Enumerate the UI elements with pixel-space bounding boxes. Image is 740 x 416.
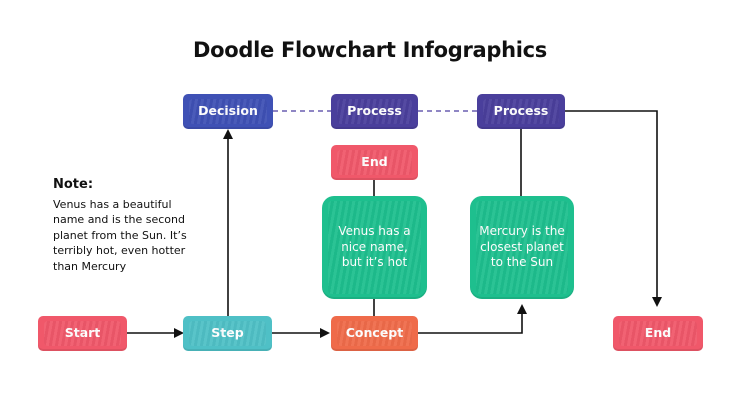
start-node: Start xyxy=(38,316,127,351)
decision-node: Decision xyxy=(183,94,273,129)
arrow-concept-to-mercury xyxy=(418,304,527,334)
venus-info-box: Venus has a nice name, but it’s hot xyxy=(322,196,427,299)
page-title: Doodle Flowchart Infographics xyxy=(192,38,548,62)
process-node-2: Process xyxy=(477,94,565,129)
end-node-right: End xyxy=(613,316,703,351)
end-node-top: End xyxy=(331,145,418,180)
note-body: Venus has a beautiful name and is the se… xyxy=(53,198,187,273)
arrow-process-to-end xyxy=(565,110,662,307)
step-node: Step xyxy=(183,316,272,351)
note: Note: Venus has a beautiful name and is … xyxy=(53,177,203,274)
note-title: Note: xyxy=(53,177,94,192)
mercury-info-box: Mercury is the closest planet to the Sun xyxy=(470,196,574,299)
process-node-1: Process xyxy=(331,94,418,129)
concept-node: Concept xyxy=(331,316,418,351)
